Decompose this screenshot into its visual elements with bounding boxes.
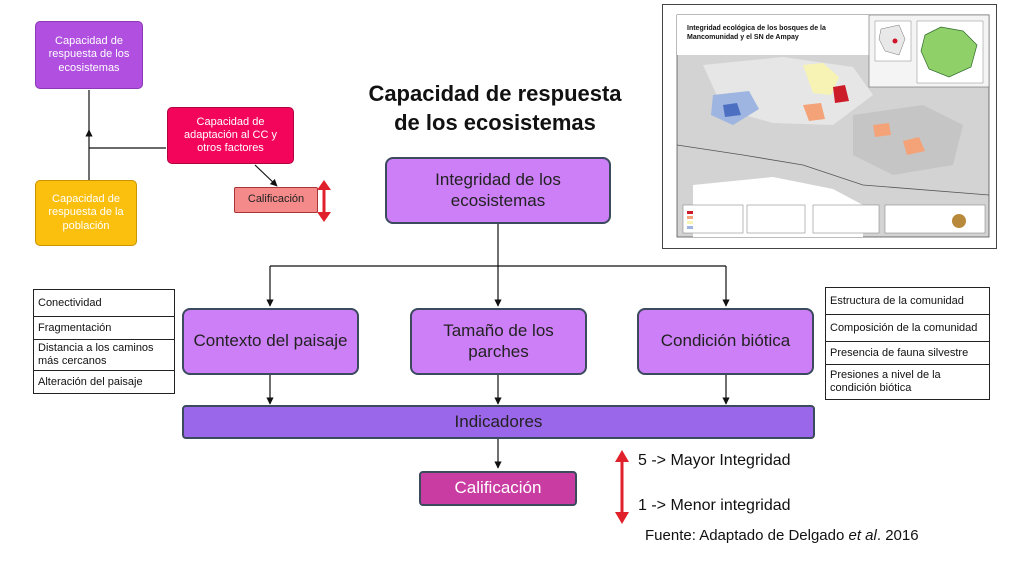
scale-red-double-arrow — [615, 450, 629, 524]
indicators-label: Indicadores — [454, 411, 543, 431]
ecological-integrity-map: Integridad ecológica de los bosques de l… — [662, 4, 997, 249]
table-row: Conectividad — [33, 289, 175, 317]
table-cell: Presiones a nivel de la condición biótic… — [825, 364, 990, 400]
indicators-bar: Indicadores — [182, 405, 815, 439]
biotic-condition-node: Condición biótica — [637, 308, 814, 375]
landscape-context-node: Contexto del paisaje — [182, 308, 359, 375]
title-line-1: Capacidad de respuesta — [368, 81, 622, 106]
population-capacity-node: Capacidad de respuesta de la población — [35, 180, 137, 246]
page-title: Capacidad de respuesta de los ecosistema… — [340, 80, 650, 137]
table-cell: Alteración del paisaje — [33, 370, 175, 394]
small-rating-label: Calificación — [247, 193, 305, 206]
scale-max-label: 5 -> Mayor Integridad — [638, 452, 791, 469]
rating-label: Calificación — [454, 478, 542, 498]
landscape-indicators-table: Conectividad Fragmentación Distancia a l… — [33, 289, 175, 394]
table-cell: Estructura de la comunidad — [825, 287, 990, 315]
table-cell: Composición de la comunidad — [825, 314, 990, 342]
left-panel-connectors — [85, 90, 278, 187]
ecosystem-capacity-label: Capacidad de respuesta de los ecosistema… — [48, 35, 130, 74]
table-row: Alteración del paisaje — [33, 370, 175, 394]
scale-min-label: 1 -> Menor integridad — [638, 497, 791, 514]
map-title: Integridad ecológica de los bosques de l… — [687, 25, 826, 41]
title-line-2: de los ecosistemas — [394, 109, 596, 135]
table-row: Presiones a nivel de la condición biótic… — [825, 364, 990, 400]
source-suffix: . 2016 — [876, 527, 919, 544]
source-citation: Fuente: Adaptado de Delgado et al. 2016 — [645, 527, 919, 544]
table-row: Composición de la comunidad — [825, 314, 990, 342]
integrity-label: Integridad de los ecosistemas — [435, 170, 561, 210]
table-cell: Presencia de fauna silvestre — [825, 341, 990, 365]
patch-size-node: Tamaño de los parches — [410, 308, 587, 375]
table-cell: Distancia a los caminos más cercanos — [33, 339, 175, 371]
biotic-indicators-table: Estructura de la comunidad Composición d… — [825, 287, 990, 400]
table-cell: Fragmentación — [33, 316, 175, 340]
patch-size-label: Tamaño de los parches — [443, 321, 554, 361]
table-row: Estructura de la comunidad — [825, 287, 990, 315]
rating-bar: Calificación — [419, 471, 577, 506]
table-row: Presencia de fauna silvestre — [825, 341, 990, 365]
integrity-node: Integridad de los ecosistemas — [385, 157, 611, 224]
ecosystem-capacity-node: Capacidad de respuesta de los ecosistema… — [35, 21, 143, 89]
small-rating-node: Calificación — [234, 187, 318, 213]
table-cell: Conectividad — [33, 289, 175, 317]
source-prefix: Fuente: Adaptado de Delgado — [645, 527, 849, 544]
table-row: Distancia a los caminos más cercanos — [33, 339, 175, 371]
main-tree-connectors — [266, 224, 730, 469]
source-italic: et al — [848, 527, 877, 544]
table-row: Fragmentación — [33, 316, 175, 340]
landscape-context-label: Contexto del paisaje — [193, 331, 348, 351]
biotic-condition-label: Condición biótica — [660, 331, 791, 351]
adaptation-capacity-label: Capacidad de adaptación al CC y otros fa… — [184, 115, 277, 155]
population-capacity-label: Capacidad de respuesta de la población — [48, 193, 124, 232]
adaptation-capacity-node: Capacidad de adaptación al CC y otros fa… — [167, 107, 294, 164]
small-red-double-arrow — [317, 180, 331, 222]
map-graphic — [676, 14, 990, 238]
